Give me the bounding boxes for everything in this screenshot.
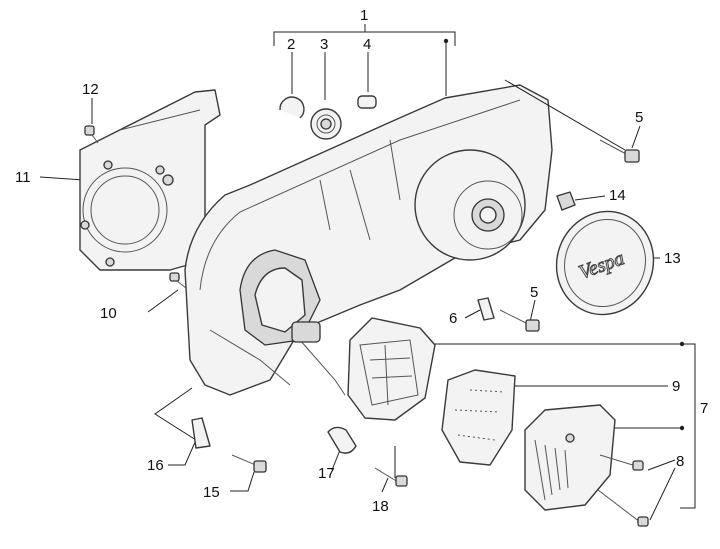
callout-10: 10 (100, 305, 117, 322)
callout-6: 6 (449, 310, 457, 327)
callout-18: 18 (372, 498, 389, 515)
callout-16: 16 (147, 457, 164, 474)
clamp-part-17 (327, 426, 357, 454)
screw-part-10 (169, 272, 187, 289)
callout-2: 2 (287, 36, 295, 53)
bearing-part-3 (310, 108, 342, 140)
clip-part-14 (556, 191, 576, 211)
callout-7: 7 (700, 400, 708, 417)
transmission-cover-part-1 (184, 84, 553, 396)
bracket-part-6 (477, 297, 495, 321)
callout-14: 14 (609, 187, 626, 204)
bolt-part-5-lower (499, 309, 540, 332)
screw-part-8-a (599, 454, 644, 471)
bolt-part-18 (374, 467, 408, 487)
callout-17: 17 (318, 465, 335, 482)
circlip-part-2 (279, 96, 305, 119)
bolt-part-5-upper (504, 79, 640, 163)
bolt-part-15 (231, 454, 267, 473)
foam-filter-part-9 (441, 369, 516, 466)
callout-3: 3 (320, 36, 328, 53)
callout-15: 15 (203, 484, 220, 501)
callout-1: 1 (360, 7, 368, 24)
bracket-part-16 (191, 417, 211, 449)
dowel-part-4 (357, 95, 377, 109)
screw-part-8-b (597, 489, 649, 527)
intake-duct-part-7 (347, 317, 436, 421)
callout-labels: 1 2 3 4 5 5 6 7 8 9 10 11 12 13 14 15 16… (15, 7, 708, 515)
callout-5-lower: 5 (530, 284, 538, 301)
grille-cover-part-7 (524, 404, 616, 511)
callout-13: 13 (664, 250, 681, 267)
callout-4: 4 (363, 36, 371, 53)
logo-cover-part-13: Vespa (555, 210, 655, 316)
callout-11: 11 (15, 169, 31, 186)
callout-9: 9 (672, 378, 680, 395)
gasket-plate-part-11 (79, 89, 221, 271)
callout-12: 12 (82, 81, 99, 98)
callout-5-upper: 5 (635, 109, 643, 126)
callout-8: 8 (676, 453, 684, 470)
screw-part-12 (84, 125, 99, 144)
